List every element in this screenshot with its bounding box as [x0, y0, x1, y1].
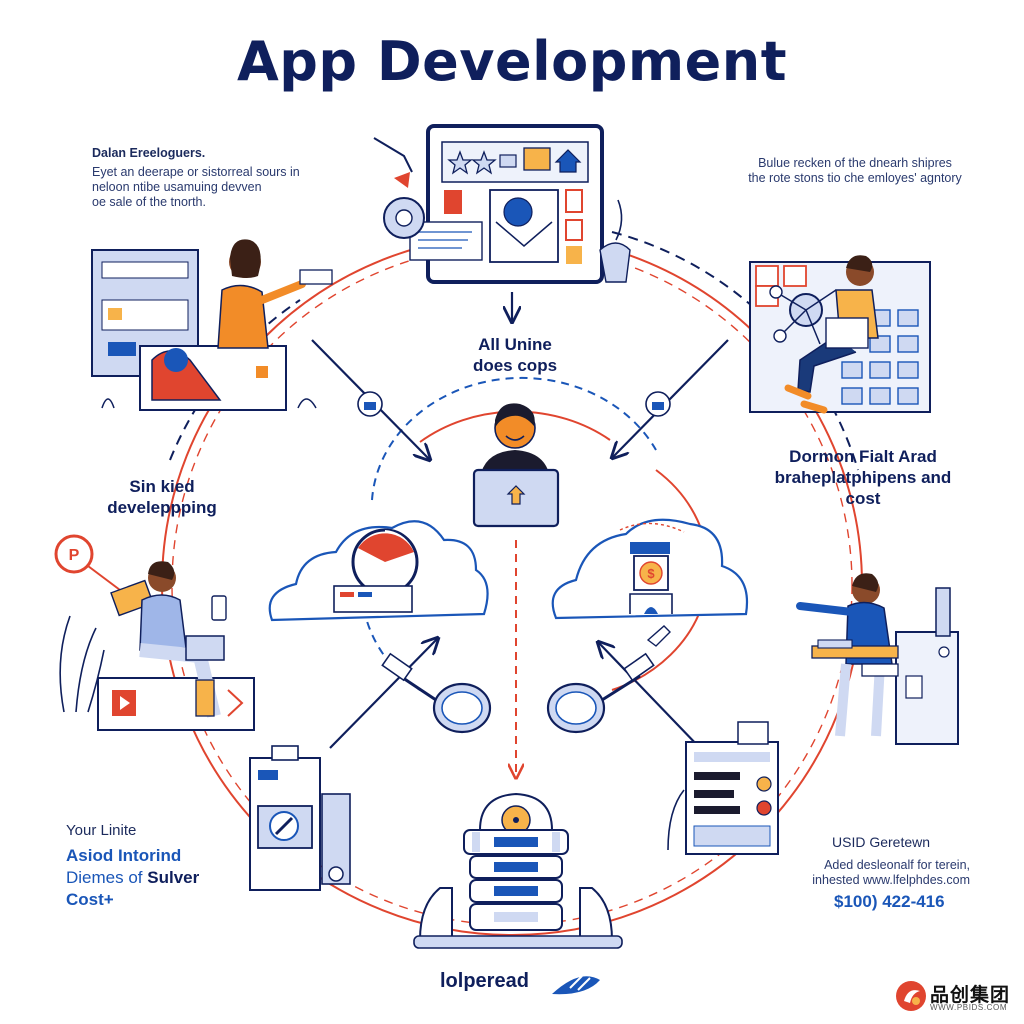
left-cloud	[268, 520, 489, 622]
bottom-left-note-line-1: Asiod Intorind	[66, 846, 182, 865]
footer-logo: lolperead	[440, 970, 529, 992]
right-label-line-3: cost	[845, 489, 881, 508]
watermark-logo-icon	[896, 981, 926, 1011]
center-label: All Unine does cops	[430, 334, 600, 376]
top-right-network-scene	[749, 255, 931, 414]
bottom-server-robot	[413, 792, 623, 949]
star-icon	[447, 150, 473, 175]
watermark: 品创集团 WWW.PBIDS.COM	[890, 976, 1016, 1016]
svg-text:P: P	[69, 547, 80, 564]
right-desk-scene	[796, 573, 959, 745]
bottom-right-note-line-1: Aded desleonalf for terein,	[824, 858, 970, 872]
star-icon	[471, 150, 497, 175]
bottom-left-note-line-2: Diemes of Sulver	[66, 868, 200, 887]
top-left-note-heading: Dalan Ereeloguers.	[92, 146, 206, 160]
left-label-line-2: develeppping	[107, 498, 217, 517]
top-right-note-line-2: the rote stons tio che emloyes' agntory	[748, 171, 962, 185]
watermark-name: 品创集团	[930, 984, 1011, 1006]
right-label-line-2: braheplatphipens and	[774, 468, 952, 487]
svg-text:$: $	[647, 566, 655, 581]
top-left-note-line-3: oe sale of the tnorth.	[92, 195, 206, 209]
bottom-right-note: USID Geretewn Aded desleonalf for terein…	[770, 834, 970, 912]
bottom-left-note-line-3: Cost+	[66, 890, 114, 909]
top-left-designer-scene	[91, 239, 333, 411]
footer-logo-icon	[552, 975, 600, 995]
home-icon	[554, 149, 582, 173]
left-label-line-1: Sin kied	[129, 477, 195, 496]
center-developer	[472, 403, 560, 528]
bottom-right-note-phone: $100) 422-416	[834, 892, 945, 911]
bottom-right-dashboard	[667, 721, 779, 855]
top-app-screen	[373, 124, 631, 284]
top-left-note-line-1: Eyet an deerape or sistorreal sours in	[92, 165, 300, 179]
right-plug	[546, 625, 671, 734]
page-title: App Development	[236, 30, 788, 93]
right-cloud: $	[551, 518, 748, 620]
top-left-note: Dalan Ereeloguers. Eyet an deerape or si…	[92, 146, 302, 210]
bottom-left-note-heading: Your Linite	[66, 822, 137, 839]
right-label: Dormon Fialt Arad braheplatphipens and c…	[758, 446, 968, 509]
right-label-line-1: Dormon Fialt Arad	[789, 447, 937, 466]
bottom-left-document	[249, 745, 351, 891]
left-developer-scene: P	[54, 534, 255, 731]
top-right-note-line-1: Bulue recken of the dnearh shipres	[758, 156, 952, 170]
bottom-right-note-line-2: inhested www.lfelphdes.com	[812, 873, 970, 887]
bottom-right-note-heading: USID Geretewn	[832, 834, 931, 850]
center-label-line-1: All Unine	[478, 335, 552, 354]
left-plug	[381, 652, 492, 734]
top-right-note: Bulue recken of the dnearh shipres the r…	[740, 156, 970, 186]
left-label: Sin kied develeppping	[92, 476, 232, 518]
lock-icon-left	[357, 391, 383, 417]
lock-icon-right	[645, 391, 671, 417]
bottom-left-note: Your Linite Asiod Intorind Diemes of Sul…	[66, 822, 246, 911]
center-label-line-2: does cops	[472, 356, 558, 375]
watermark-url: WWW.PBIDS.COM	[930, 1003, 1008, 1012]
top-left-note-line-2: neloon ntibe usamuing devven	[92, 180, 262, 194]
